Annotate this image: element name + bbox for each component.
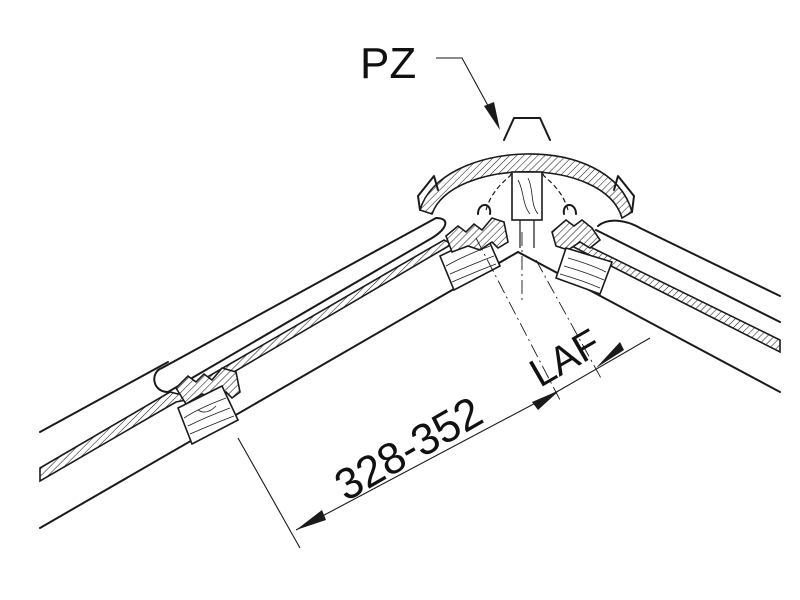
dimension-328-352 bbox=[237, 389, 561, 549]
right-upper-plane-line bbox=[597, 219, 781, 297]
ridge-tile-right-cap bbox=[613, 175, 635, 213]
right-tile-nose bbox=[551, 218, 602, 251]
left-upper-batten bbox=[438, 232, 502, 292]
pz-leader bbox=[436, 57, 500, 130]
left-upper-tile-nose bbox=[445, 217, 509, 254]
pz-leader-arrow bbox=[484, 102, 500, 130]
left-rafter-line bbox=[39, 251, 519, 529]
dimension-line-main bbox=[295, 389, 561, 531]
dimension-arrow-right bbox=[532, 390, 560, 410]
ridge-clip-right bbox=[562, 204, 577, 215]
batten-centre-line-left bbox=[475, 237, 561, 401]
batten-centre-line-right bbox=[535, 259, 603, 381]
ridge-clip-left bbox=[477, 204, 492, 215]
construction-lines bbox=[475, 232, 603, 401]
dimension-arrow-left bbox=[296, 510, 326, 530]
left-lower-batten bbox=[176, 384, 240, 446]
label-pz: PZ bbox=[360, 39, 416, 88]
right-roof-slope bbox=[517, 218, 781, 393]
label-laf: LAF bbox=[523, 321, 609, 396]
dimension-laf bbox=[559, 337, 651, 391]
ridge-batten-holder bbox=[519, 220, 535, 248]
label-dimension: 328-352 bbox=[327, 387, 491, 510]
right-tile-top-outline bbox=[595, 229, 781, 323]
ridge-roll-left bbox=[485, 171, 513, 211]
laf-arrow bbox=[596, 342, 624, 368]
left-tile-top-outline bbox=[153, 217, 447, 393]
ridge-roll-right bbox=[541, 171, 569, 211]
ridge-assembly bbox=[417, 117, 635, 248]
laf-dimension-line bbox=[559, 337, 651, 391]
ridge-batten bbox=[511, 171, 543, 221]
left-upper-plane-line bbox=[39, 361, 169, 433]
ridge-tile-left-cap bbox=[417, 175, 439, 211]
pz-leader-line bbox=[436, 57, 499, 125]
right-upper-batten bbox=[554, 247, 614, 296]
dimension-extension-line-left bbox=[237, 437, 301, 549]
ridge-tile-top-lock bbox=[503, 117, 551, 141]
left-roof-slope bbox=[39, 217, 519, 529]
